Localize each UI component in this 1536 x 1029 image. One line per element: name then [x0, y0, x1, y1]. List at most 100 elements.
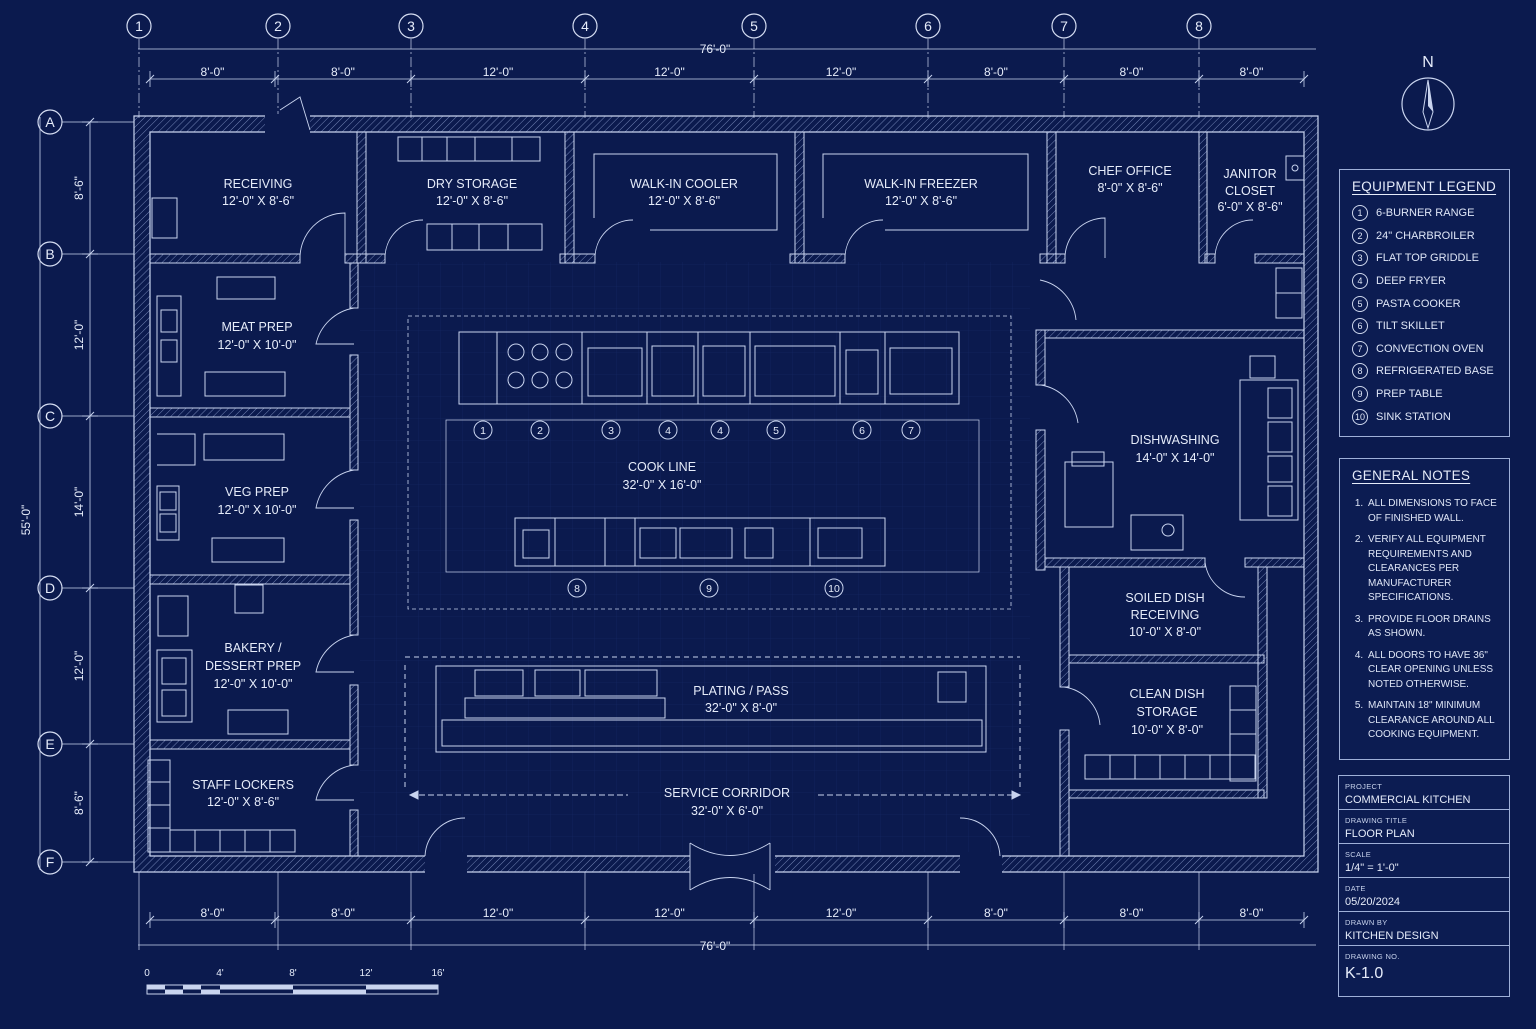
dimension-slash — [85, 857, 95, 867]
title-block-drawing-title: DRAWING TITLE FLOOR PLAN — [1339, 810, 1509, 844]
dimension-label: 14'-0" — [72, 487, 86, 518]
notes-list: ALL DIMENSIONS TO FACE OF FINISHED WALL.… — [1352, 497, 1501, 743]
grid-bubble-label: F — [46, 854, 55, 870]
grid-bubble-label: 7 — [1060, 18, 1068, 34]
top-dimension-segments: 8'-0"8'-0"12'-0"12'-0"12'-0"8'-0"8'-0"8'… — [145, 65, 1309, 87]
equipment-linework — [147, 136, 1305, 853]
veg-prep-size: 12'-0" X 10'-0" — [218, 503, 297, 517]
legend-item-label: CONVECTION OVEN — [1376, 342, 1484, 355]
grid-bubble — [1186, 13, 1212, 39]
equipment-tag — [699, 578, 719, 598]
equipment-tag-number: 5 — [773, 425, 779, 437]
clean-dish-name-2: STORAGE — [1137, 705, 1198, 719]
interior-walls — [149, 131, 1305, 857]
dry-storage-size: 12'-0" X 8'-6" — [436, 194, 508, 208]
equipment-tag — [601, 420, 621, 440]
dimension-slash — [749, 915, 759, 925]
dimension-slash — [85, 117, 95, 127]
dimension-slash — [923, 915, 933, 925]
grid-bubble-label: 4 — [581, 18, 589, 34]
drawn-by-value: KITCHEN DESIGN — [1345, 930, 1439, 942]
dishwashing-size: 14'-0" X 14'-0" — [1136, 451, 1215, 465]
title-block-project: PROJECT COMMERCIAL KITCHEN — [1339, 776, 1509, 810]
title-block-drawn-by: DRAWN BY KITCHEN DESIGN — [1339, 912, 1509, 946]
dimension-slash — [270, 74, 280, 84]
grid-bubble-label: B — [45, 246, 54, 262]
dimension-label: 8'-0" — [1120, 65, 1144, 79]
dimension-label: 8'-0" — [1240, 65, 1264, 79]
walk-in-cooler-name: WALK-IN COOLER — [630, 177, 738, 191]
note-item: PROVIDE FLOOR DRAINS AS SHOWN. — [1366, 613, 1501, 642]
chef-office-size: 8'-0" X 8'-6" — [1097, 181, 1162, 195]
equipment-tag — [710, 420, 730, 440]
dimension-slash — [85, 411, 95, 421]
date-label: DATE — [1345, 884, 1366, 893]
janitor-closet-name-1: JANITOR — [1223, 167, 1276, 181]
north-needle-fill — [1428, 80, 1433, 112]
room-labels: RECEIVING 12'-0" X 8'-6" DRY STORAGE 12'… — [192, 164, 1282, 818]
legend-item-number: 6 — [1352, 318, 1368, 335]
dimension-slash — [1194, 915, 1204, 925]
north-needle-icon — [1422, 79, 1434, 130]
title-block-date: DATE 05/20/2024 — [1339, 878, 1509, 912]
dimension-slash — [1194, 74, 1204, 84]
dimension-slash — [1059, 915, 1069, 925]
dimension-label: 8'-0" — [1120, 906, 1144, 920]
dimension-label: 8'-0" — [1240, 906, 1264, 920]
north-label: N — [1422, 54, 1434, 71]
receiving-size: 12'-0" X 8'-6" — [222, 194, 294, 208]
clean-dish-name-1: CLEAN DISH — [1129, 687, 1204, 701]
dimension-label: 12'-0" — [483, 906, 514, 920]
grid-bubble — [37, 241, 63, 267]
note-item: MAINTAIN 18" MINIMUM CLEARANCE AROUND AL… — [1366, 699, 1501, 743]
bakery-name-2: DESSERT PREP — [205, 659, 301, 673]
dimension-label: 12'-0" — [72, 651, 86, 682]
dimension-label: 8'-0" — [984, 906, 1008, 920]
north-arrow: N — [1401, 54, 1455, 131]
legend-item-label: PASTA COOKER — [1376, 297, 1461, 310]
legend-item-label: DEEP FRYER — [1376, 275, 1446, 288]
grid-bubble — [37, 575, 63, 601]
equipment-tag-number: 10 — [828, 583, 840, 595]
legend-item-number: 7 — [1352, 340, 1368, 357]
grid-bubble-label: E — [45, 736, 54, 752]
dimension-slash — [1299, 74, 1309, 84]
dimension-slash — [1299, 915, 1309, 925]
scale-bar-label: 8' — [289, 968, 297, 979]
dimension-slash — [270, 915, 280, 925]
dimension-label: 12'-0" — [654, 65, 685, 79]
overall-width-top: 76'-0" — [700, 42, 731, 56]
dimension-slash — [580, 74, 590, 84]
service-corridor-name: SERVICE CORRIDOR — [664, 786, 790, 800]
staff-lockers-size: 12'-0" X 8'-6" — [207, 795, 279, 809]
equipment-tag-number: 3 — [608, 425, 614, 437]
grid-bubble — [915, 13, 941, 39]
staff-lockers-name: STAFF LOCKERS — [192, 778, 294, 792]
grid-bubble — [126, 13, 152, 39]
grid-bubble — [37, 849, 63, 875]
dimension-label: 8'-0" — [984, 65, 1008, 79]
legend-item-label: 24" CHARBROILER — [1376, 229, 1475, 242]
project-value: COMMERCIAL KITCHEN — [1345, 794, 1471, 806]
overall-width-bottom: 76'-0" — [700, 939, 731, 953]
legend-item-number: 3 — [1352, 250, 1368, 267]
legend-item-label: REFRIGERATED BASE — [1376, 365, 1494, 378]
equipment-tag — [766, 420, 786, 440]
dimension-slash — [923, 74, 933, 84]
dimension-slash — [145, 74, 155, 84]
dimension-label: 12'-0" — [654, 906, 685, 920]
project-label: PROJECT — [1345, 782, 1383, 791]
dimension-label: 12'-0" — [826, 65, 857, 79]
grid-bubble-label: 8 — [1195, 18, 1203, 34]
